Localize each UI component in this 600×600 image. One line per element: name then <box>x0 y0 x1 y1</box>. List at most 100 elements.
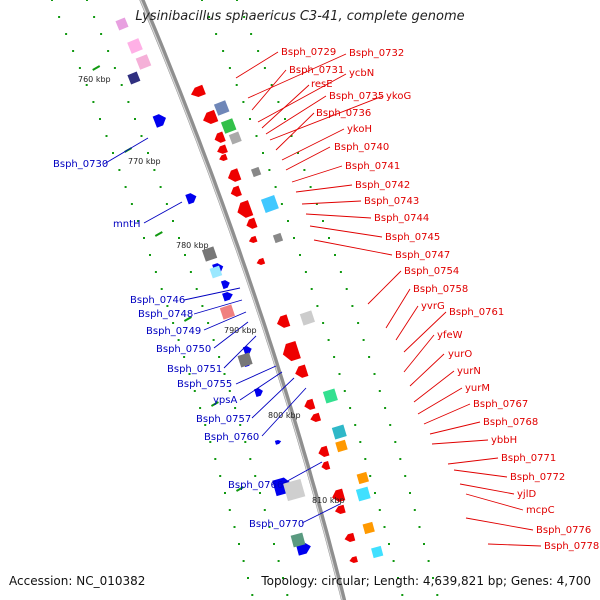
gene-label-forward[interactable]: Bsph_0736 <box>316 108 371 119</box>
gene-label-reverse[interactable]: ypsA <box>213 395 237 406</box>
tick-mark <box>209 441 212 443</box>
gene-label-forward[interactable]: yurM <box>465 383 490 394</box>
gene-label-reverse[interactable]: Bsph_0749 <box>146 326 201 337</box>
gene-label-forward[interactable]: Bsph_0772 <box>510 472 565 483</box>
gene-label-reverse[interactable]: Bsph_0751 <box>167 364 222 375</box>
gene-feature <box>227 168 242 182</box>
gene-feature <box>237 200 254 218</box>
tick-mark <box>242 101 245 103</box>
tick-mark <box>368 356 371 358</box>
gene-label-forward[interactable]: ykoG <box>386 91 411 102</box>
gene-label-forward[interactable]: ykoH <box>347 124 372 135</box>
gene-label-forward[interactable]: Bsph_0747 <box>395 250 450 261</box>
gene-label-reverse[interactable]: mntH <box>113 219 141 230</box>
backbone-layer <box>139 0 347 600</box>
annotation-rect <box>115 17 129 31</box>
gene-label-forward[interactable]: Bsph_0729 <box>281 47 336 58</box>
tick-mark <box>322 220 324 222</box>
gene-label-reverse[interactable]: Bsph_0770 <box>249 519 304 530</box>
annotation-box <box>228 131 242 145</box>
gene-label-forward[interactable]: Bsph_0778 <box>544 541 599 552</box>
gene-feature <box>185 193 197 205</box>
major-tick <box>92 65 101 71</box>
tick-mark <box>143 237 145 239</box>
gene-label-forward[interactable]: Bsph_0761 <box>449 307 504 318</box>
gene-label-reverse[interactable]: Bsph_0766 <box>228 480 283 491</box>
gene-label-forward[interactable]: mcpC <box>526 505 555 516</box>
tick-mark <box>268 169 271 171</box>
label-connector-forward <box>409 353 445 387</box>
tick-mark <box>373 373 376 375</box>
tick-mark <box>137 220 139 222</box>
feature-layer <box>115 17 384 564</box>
gene-label-forward[interactable]: yfeW <box>437 330 463 341</box>
gene-label-forward[interactable]: Bsph_0768 <box>483 417 538 428</box>
label-connector-forward <box>403 311 447 353</box>
gene-label-reverse[interactable]: Bsph_0755 <box>177 379 232 390</box>
gene-label-forward[interactable]: Bsph_0743 <box>364 196 419 207</box>
tick-mark <box>147 152 149 154</box>
tick-mark <box>304 271 307 273</box>
annotation-box <box>115 17 129 31</box>
gene-label-reverse[interactable]: Bsph_0730 <box>53 159 108 170</box>
tick-mark <box>364 458 367 460</box>
gene-label-forward[interactable]: resE <box>311 79 333 90</box>
gene-label-forward[interactable]: Bsph_0754 <box>404 266 459 277</box>
gene-label-reverse[interactable]: Bsph_0746 <box>130 295 185 306</box>
tick-mark <box>297 152 299 154</box>
tick-mark <box>201 305 204 307</box>
tick-mark <box>286 594 289 596</box>
tick-mark <box>247 577 249 579</box>
gene-label-forward[interactable]: Bsph_0776 <box>536 525 591 536</box>
gene-feature <box>248 235 258 243</box>
tick-mark <box>259 492 261 494</box>
gene-feature <box>217 144 228 154</box>
tick-layer <box>51 0 439 596</box>
label-connector-forward <box>465 517 534 531</box>
gene-label-forward[interactable]: Bsph_0741 <box>345 161 400 172</box>
gene-label-forward[interactable]: ybbH <box>491 435 517 446</box>
gene-label-reverse[interactable]: Bsph_0748 <box>138 309 193 320</box>
gene-label-forward[interactable]: Bsph_0731 <box>289 65 344 76</box>
tick-mark <box>354 424 357 426</box>
genome-backbone-highlight <box>139 0 343 600</box>
gene-label-reverse[interactable]: Bsph_0757 <box>196 414 251 425</box>
tick-mark <box>293 237 295 239</box>
gene-arrow <box>344 532 356 542</box>
label-connector-forward <box>301 200 362 205</box>
gene-label-reverse[interactable]: Bsph_0760 <box>204 432 259 443</box>
gene-label-forward[interactable]: yurN <box>457 366 481 377</box>
gene-label-forward[interactable]: Bsph_0735 <box>329 91 384 102</box>
label-connector-reverse <box>183 287 241 301</box>
tick-mark <box>178 237 180 239</box>
gene-arrow <box>219 153 228 161</box>
tick-mark <box>149 254 151 256</box>
label-connector-forward <box>413 370 455 403</box>
tick-mark <box>249 458 252 460</box>
gene-label-forward[interactable]: yvrG <box>421 301 445 312</box>
gene-arrow <box>214 131 226 143</box>
gene-label-forward[interactable]: yjlD <box>517 489 536 500</box>
kbp-label: 780 kbp <box>176 241 209 250</box>
gene-label-forward[interactable]: Bsph_0771 <box>501 453 556 464</box>
tick-mark <box>215 33 218 35</box>
tick-mark <box>369 475 372 477</box>
gene-label-forward[interactable]: Bsph_0744 <box>374 213 429 224</box>
gene-label-forward[interactable]: Bsph_0767 <box>473 399 528 410</box>
tick-mark <box>345 288 348 290</box>
gene-label-forward[interactable]: ycbN <box>349 68 374 79</box>
tick-mark <box>254 475 257 477</box>
gene-arrow <box>242 346 252 356</box>
gene-label-forward[interactable]: Bsph_0732 <box>349 48 404 59</box>
label-connector-forward <box>385 288 411 329</box>
gene-label-forward[interactable]: Bsph_0745 <box>385 232 440 243</box>
tick-mark <box>299 254 301 256</box>
kbp-label: 790 kbp <box>224 326 257 335</box>
gene-label-forward[interactable]: Bsph_0740 <box>334 142 389 153</box>
tick-mark <box>208 16 211 18</box>
gene-label-forward[interactable]: Bsph_0758 <box>413 284 468 295</box>
gene-label-forward[interactable]: yurO <box>448 349 472 360</box>
gene-label-forward[interactable]: Bsph_0742 <box>355 180 410 191</box>
gene-label-reverse[interactable]: Bsph_0750 <box>156 344 211 355</box>
label-connector-forward <box>261 84 310 129</box>
